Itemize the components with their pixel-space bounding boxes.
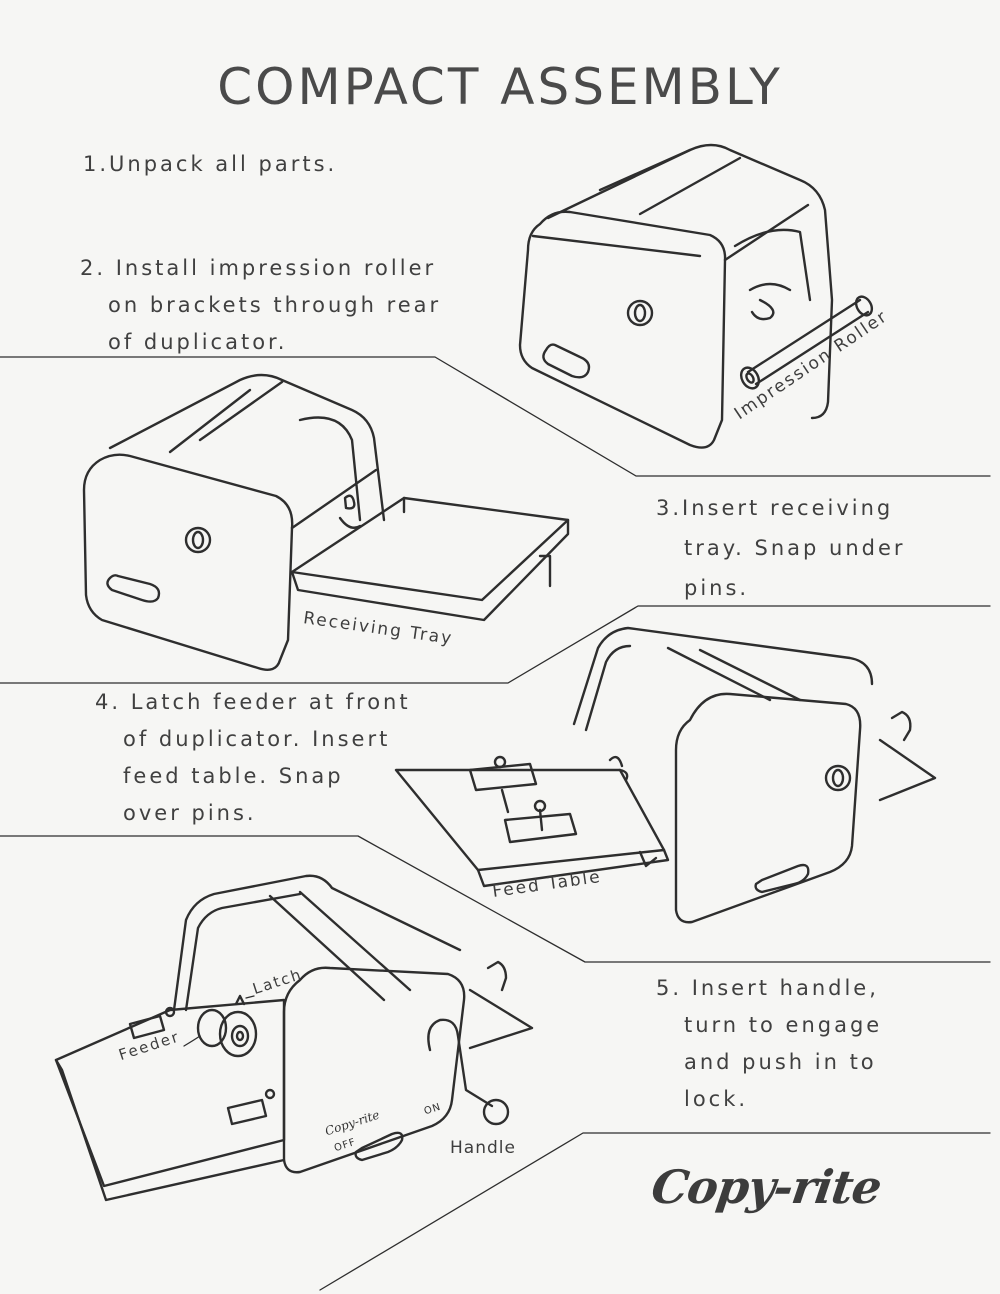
feeder-arrow	[183, 1035, 201, 1047]
duplicator-rear-illustration	[518, 143, 874, 449]
step-2-line-1: 2. Install impression roller	[80, 256, 437, 280]
step-5-line-3: and push in to	[684, 1050, 877, 1074]
step-4-line-1: 4. Latch feeder at front	[95, 690, 411, 714]
step-3-line-2: tray. Snap under	[684, 536, 906, 560]
handle-illustration	[54, 874, 534, 1202]
step-2-line-2: on brackets through rear	[108, 293, 442, 317]
divider-4-5	[0, 835, 991, 963]
step-4: 4. Latch feeder at front of duplicator. …	[95, 684, 411, 832]
receiving-tray-illustration	[82, 373, 570, 671]
feed-table	[394, 755, 670, 888]
divider-5-logo	[319, 1132, 991, 1291]
feed-table-illustration	[394, 626, 937, 924]
step-5-line-1: 5. Insert handle,	[656, 976, 879, 1000]
latch-arrow	[245, 995, 255, 999]
step-5: 5. Insert handle, turn to engage and pus…	[656, 970, 882, 1118]
page-title: COMPACT ASSEMBLY	[217, 58, 783, 116]
step-4-line-2: of duplicator. Insert	[123, 727, 391, 751]
feeder-roller	[196, 994, 258, 1058]
step-5-line-4: lock.	[684, 1087, 749, 1111]
copy-rite-logo: Copy-rite	[648, 1160, 885, 1214]
divider-3-4	[0, 605, 991, 684]
step-2: 2. Install impression roller on brackets…	[80, 250, 441, 361]
step-4-line-4: over pins.	[123, 801, 257, 825]
step-4-line-3: feed table. Snap	[123, 764, 344, 788]
step-1: 1.Unpack all parts.	[83, 146, 337, 183]
step-3-line-1: 3.Insert receiving	[656, 496, 894, 520]
step-2-line-3: of duplicator.	[108, 330, 288, 354]
step-5-line-2: turn to engage	[684, 1013, 883, 1037]
step-1-line-1: 1.Unpack all parts.	[83, 152, 338, 176]
section-dividers	[0, 356, 991, 1291]
handle-label: Handle	[450, 1138, 516, 1158]
step-3: 3.Insert receiving tray. Snap under pins…	[656, 488, 906, 608]
divider-2-3	[0, 356, 991, 477]
impression-roller	[739, 295, 874, 390]
step-3-line-3: pins.	[684, 576, 750, 600]
receiving-tray	[290, 496, 570, 622]
